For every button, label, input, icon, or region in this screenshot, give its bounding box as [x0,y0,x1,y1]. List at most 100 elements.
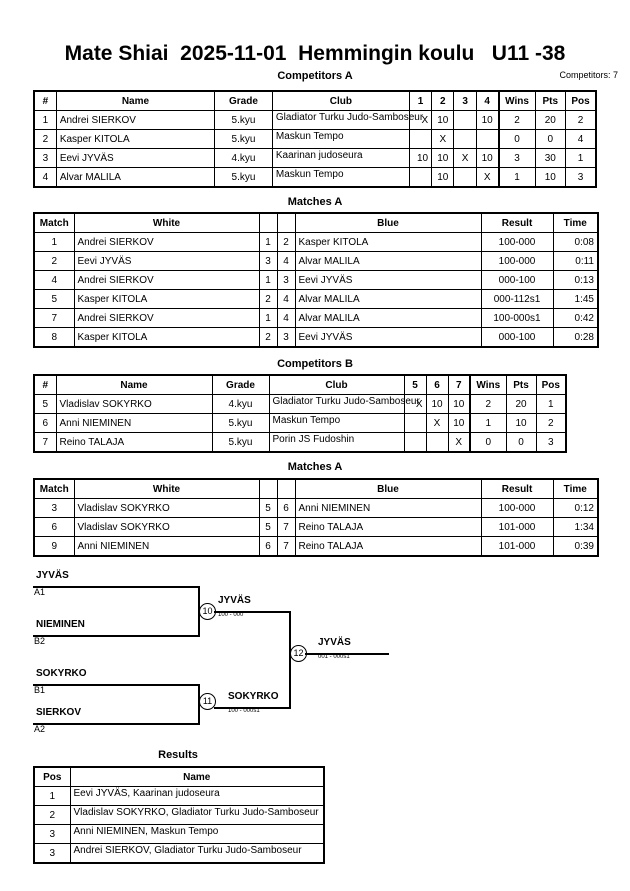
cell-pts: 0 [505,432,537,453]
col-blue-num [276,212,296,233]
cell-blue-seed: 4 [276,289,296,309]
cell-pos: 2 [535,413,567,433]
cell-white-seed: 1 [258,232,278,252]
col-pos: Pos [565,90,597,111]
cell-match-number: 7 [33,308,75,328]
cell-match-number: 8 [33,327,75,348]
col-name: Name [55,374,213,395]
cell-time: 0:13 [552,270,599,290]
cell-club: Kaarinan judoseura [271,148,410,168]
cell-pos: 2 [33,805,71,825]
cell-white-player: Andrei SIERKOV [73,232,260,252]
competitors-count: Competitors: 7 [559,70,618,80]
cell-club: Porin JS Fudoshin [268,432,405,453]
cell-blue-seed: 7 [276,517,296,537]
cell-blue-seed: 4 [276,308,296,328]
page-title: Mate Shiai 2025-11-01 Hemmingin koulu U1… [64,42,566,65]
cell-blue-seed: 7 [276,536,296,557]
cell-score-3 [453,167,477,188]
cell-result: 100-000 [480,232,554,252]
col-grade: Grade [211,374,270,395]
cell-pts: 10 [534,167,567,188]
cell-match-number: 6 [33,517,75,537]
cell-name: Andrei SIERKOV [55,110,216,130]
cell-score-5 [403,413,427,433]
cell-grade: 4.kyu [214,148,273,168]
cell-time: 1:34 [552,517,599,537]
cell-grade: 5.kyu [214,110,273,130]
col-name: Name [55,90,216,111]
bracket-entrant-seed-1: A1 [34,587,46,597]
cell-blue-player: Alvar MALILA [294,289,482,309]
cell-white-seed: 5 [258,498,278,518]
cell-wins: 0 [497,129,536,149]
col-num: # [33,374,57,395]
col-time: Time [552,478,599,499]
cell-grade: 5.kyu [211,432,270,453]
col-s7: 7 [447,374,471,395]
cell-num: 5 [33,394,57,414]
cell-club: Maskun Tempo [271,129,410,149]
cell-blue-seed: 2 [276,232,296,252]
cell-score-2: 10 [431,110,455,130]
col-s4: 4 [475,90,500,111]
cell-pts: 0 [534,129,567,149]
cell-blue-player: Alvar MALILA [294,251,482,271]
cell-time: 0:39 [552,536,599,557]
cell-time: 0:28 [552,327,599,348]
col-pos: Pos [33,766,71,787]
col-white: White [73,478,260,499]
col-pts: Pts [505,374,537,395]
col-grade: Grade [214,90,273,111]
cell-score-1 [408,167,433,188]
cell-grade: 5.kyu [214,129,273,149]
cell-name: Kasper KITOLA [55,129,216,149]
col-club: Club [271,90,410,111]
cell-white-player: Vladislav SOKYRKO [73,498,260,518]
competitors-b-caption: Competitors B [277,358,353,370]
cell-blue-player: Reino TALAJA [294,536,482,557]
cell-name: Vladislav SOKYRKO, Gladiator Turku Judo-… [69,805,325,825]
cell-score-4: 10 [475,110,500,130]
cell-time: 0:42 [552,308,599,328]
col-blue: Blue [294,212,482,233]
elimination-bracket: JYVÄS A1 NIEMINEN B2 10 JYVÄS 100 - 000 … [0,565,470,745]
cell-pos: 3 [565,167,597,188]
competitors-a-table: # Name Grade Club 1 2 3 4 Wins Pts Pos 1… [33,90,597,188]
cell-pos: 4 [565,129,597,149]
cell-name: Anni NIEMINEN [55,413,213,433]
cell-name: Andrei SIERKOV, Gladiator Turku Judo-Sam… [69,843,325,864]
cell-wins: 1 [469,413,507,433]
cell-score-1 [408,129,433,149]
cell-score-2: 10 [431,167,455,188]
col-white: White [73,212,260,233]
cell-blue-player: Eevi JYVÄS [294,327,482,348]
cell-white-seed: 3 [258,251,278,271]
table-header-row: Match White Blue Result Time [33,212,599,233]
cell-num: 4 [33,167,57,188]
cell-wins: 0 [469,432,507,453]
cell-wins: 3 [497,148,536,168]
cell-score-4: 10 [475,148,500,168]
cell-pos: 3 [33,824,71,844]
cell-match-number: 1 [33,232,75,252]
bracket-entrant-name-1: JYVÄS [36,570,69,581]
col-match: Match [33,212,75,233]
cell-result: 101-000 [480,536,554,557]
cell-result: 100-000 [480,251,554,271]
col-pts: Pts [534,90,567,111]
cell-name: Vladislav SOKYRKO [55,394,213,414]
